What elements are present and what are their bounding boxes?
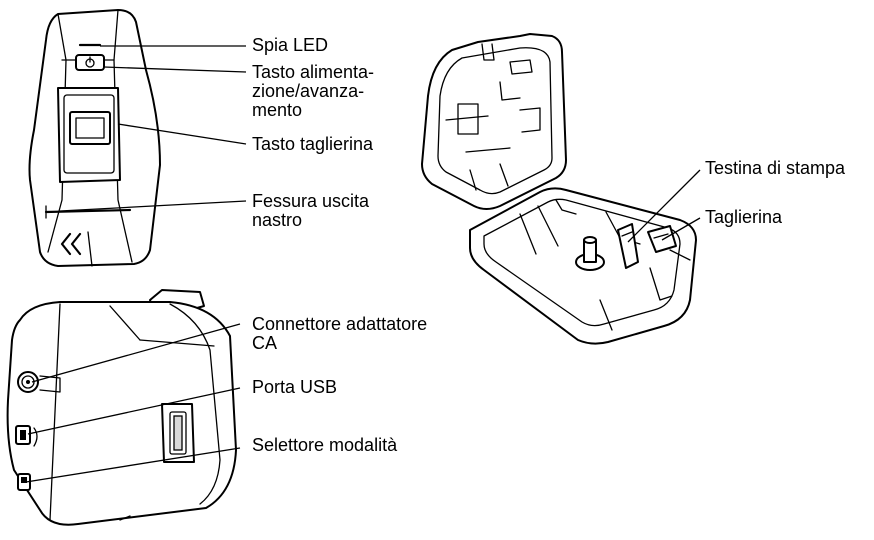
print-head — [617, 223, 639, 269]
label-led: Spia LED — [252, 35, 329, 55]
label-power-button: Tasto alimenta- zione/avanza- mento — [252, 62, 375, 120]
tape-exit-slot — [44, 208, 132, 214]
label-mode-selector: Selettore modalità — [252, 435, 398, 455]
label-usb-port: Porta USB — [252, 377, 338, 397]
label-cutter-button: Tasto taglierina — [252, 134, 374, 154]
back-leaders — [25, 323, 241, 483]
usb-port — [15, 425, 31, 445]
tape-spindle — [575, 236, 605, 271]
double-chevron-left-icon — [60, 232, 82, 256]
ac-adapter-jack — [17, 371, 39, 393]
label-print-head: Testina di stampa — [705, 158, 846, 178]
front-leaders — [59, 45, 247, 212]
cutter-blade — [647, 225, 677, 253]
label-cutter: Taglierina — [705, 207, 783, 227]
label-ac-adapter: Connettore adattatore CA — [252, 314, 428, 353]
front-view — [28, 9, 161, 267]
label-tape-exit: Fessura uscita nastro — [252, 191, 370, 230]
open-view — [421, 33, 697, 345]
open-leaders — [627, 169, 701, 243]
back-view — [6, 289, 237, 526]
power-icon — [85, 56, 95, 68]
